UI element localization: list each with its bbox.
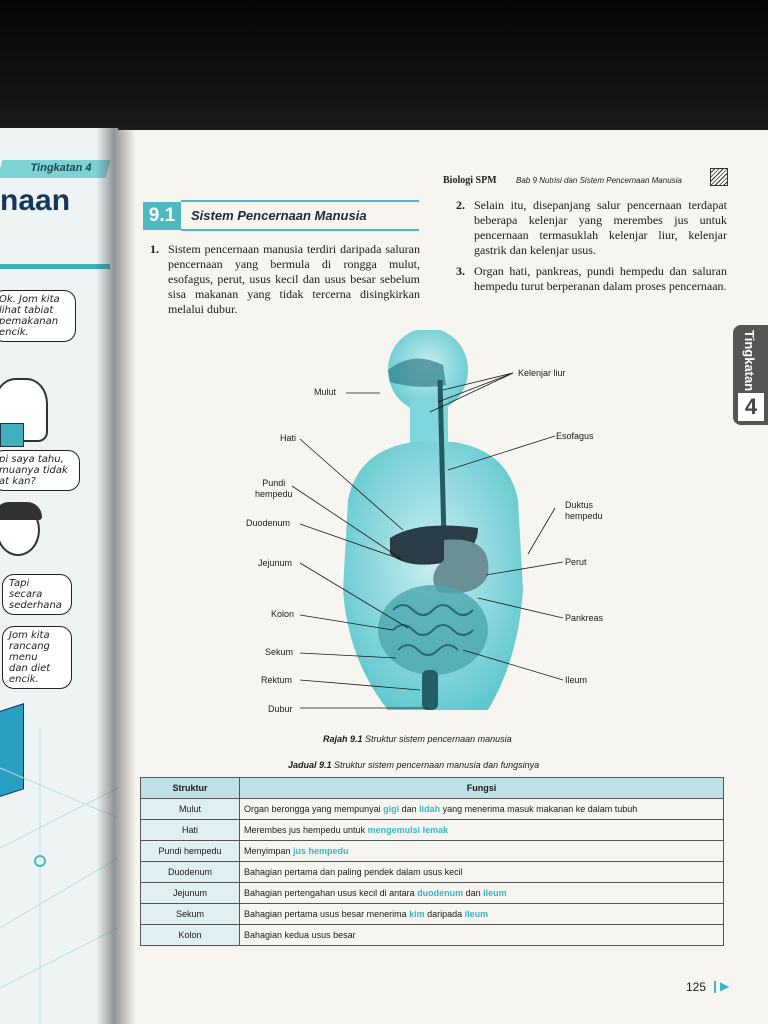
table-cell-struktur: Hati	[140, 819, 240, 841]
left-title-fragment: naan	[0, 184, 71, 217]
label-kolon: Kolon	[271, 609, 295, 619]
table-cell-struktur: Duodenum	[140, 861, 240, 883]
highlight-term: jus hempedu	[293, 846, 349, 856]
para-1-number: 1.	[150, 242, 159, 256]
figure-caption-bold: Rajah 9.1	[323, 734, 363, 744]
label-pankreas: Pankreas	[565, 613, 604, 623]
table-cell-struktur: Sekum	[140, 903, 240, 925]
table-row: Duodenum Bahagian pertama dan paling pend…	[140, 861, 724, 883]
table-caption: Jadual 9.1 Struktur sistem pencernaan ma…	[288, 760, 539, 770]
fungsi-text: daripada	[424, 909, 465, 919]
speech-bubble-4: Jom kita rancang menu dan diet encik.	[2, 626, 72, 689]
fungsi-text: dan	[399, 804, 420, 814]
fungsi-text: Merembes jus hempedu untuk	[244, 825, 368, 835]
page-arrow-icon: ❙▶	[710, 979, 730, 993]
fungsi-text: dan	[463, 888, 484, 898]
para-1: Sistem pencernaan manusia terdiri daripa…	[168, 242, 420, 316]
page-number: 125	[686, 980, 707, 994]
figure-caption: Rajah 9.1 Struktur sistem pencernaan man…	[323, 734, 512, 744]
diagram-leader-lines	[291, 372, 564, 709]
label-esofagus: Esofagus	[556, 431, 594, 441]
section-number: 9.1	[143, 202, 181, 230]
para-2: Selain itu, disepanjang salur pencernaan…	[474, 198, 727, 257]
left-tingkatan-tab: Tingkatan 4	[0, 160, 111, 178]
label-perut: Perut	[565, 557, 587, 567]
left-tab-label: Tingkatan 4	[30, 162, 92, 174]
label-hati: Hati	[280, 433, 297, 443]
qr-icon	[710, 168, 728, 186]
fungsi-text: yang menerima masuk makanan ke dalam tub…	[440, 804, 638, 814]
label-jejunum: Jejunum	[258, 558, 293, 568]
para-2-number: 2.	[456, 198, 465, 212]
cup-icon	[0, 423, 24, 447]
header-subject: Biologi SPM	[443, 175, 497, 186]
book-spine-shadow	[96, 128, 136, 1024]
highlight-term: gigi	[383, 804, 400, 814]
table-caption-bold: Jadual 9.1	[288, 760, 332, 770]
section-bottom-rule	[181, 229, 419, 231]
table-row: Jejunum Bahagian pertengahan usus kecil d…	[140, 882, 724, 904]
fungsi-text: Bahagian pertama dan paling pendek dalam…	[244, 867, 463, 877]
table-cell-struktur: Kolon	[140, 924, 240, 946]
side-tab-label: Tingkatan	[742, 330, 757, 392]
table-cell-fungsi: Merembes jus hempedu untuk mengemulsi le…	[239, 819, 724, 841]
section-top-rule	[181, 200, 419, 202]
fungsi-text: Bahagian pertama usus besar menerima	[244, 909, 410, 919]
speech-bubble-2: pi saya tahu, muanya tidak at kan?	[0, 450, 80, 491]
table-cell-struktur: Jejunum	[140, 882, 240, 904]
label-sekum: Sekum	[265, 647, 294, 657]
label-dubur: Dubur	[268, 704, 293, 714]
highlight-term: duodenum	[417, 888, 464, 898]
fungsi-text: Bahagian pertengahan usus kecil di antar…	[244, 888, 418, 898]
highlight-term: ileum	[483, 888, 507, 898]
header-chapter: Bab 9 Nutrisi dan Sistem Pencernaan Manu…	[516, 176, 682, 185]
fungsi-text: Menyimpan	[244, 846, 294, 856]
table-cell-fungsi: Bahagian pertengahan usus kecil di antar…	[239, 882, 724, 904]
label-rektum: Rektum	[261, 675, 293, 685]
cartoon-character-icon	[0, 378, 48, 442]
label-kelenjar-liur: Kelenjar liur	[518, 368, 566, 378]
left-divider	[0, 264, 110, 269]
fungsi-text: Organ berongga yang mempunyai	[244, 804, 384, 814]
label-duodenum: Duodenum	[246, 518, 291, 528]
right-page: Biologi SPM Bab 9 Nutrisi dan Sistem Pen…	[118, 130, 768, 1024]
label-mulut: Mulut	[314, 387, 337, 397]
section-title: Sistem Pencernaan Manusia	[191, 208, 367, 223]
side-tab-number: 4	[738, 393, 764, 421]
table-header-struktur: Struktur	[140, 777, 240, 799]
digestive-system-diagram	[343, 330, 523, 710]
hair-icon	[0, 502, 42, 520]
para-3: Organ hati, pankreas, pundi hempedu dan …	[474, 264, 727, 293]
table-cell-fungsi: Bahagian kedua usus besar	[239, 924, 724, 946]
table-cell-fungsi: Menyimpan jus hempedu	[239, 840, 724, 862]
table-cell-struktur: Mulut	[140, 798, 240, 820]
table-caption-text: Struktur sistem pencernaan manusia dan f…	[331, 760, 540, 770]
highlight-term: kim	[409, 909, 425, 919]
table-cell-fungsi: Bahagian pertama dan paling pendek dalam…	[239, 861, 724, 883]
speech-bubble-1: Ok. Jom kita lihat tabiat pemakanan enci…	[0, 290, 76, 342]
label-duktus-hempedu: Duktus hempedu	[565, 500, 603, 521]
figure-caption-text: Struktur sistem pencernaan manusia	[362, 734, 512, 744]
fungsi-text: Bahagian kedua usus besar	[244, 930, 356, 940]
label-ileum: Ileum	[565, 675, 588, 685]
table-row: Kolon Bahagian kedua usus besar	[140, 924, 724, 946]
highlight-term: lidah	[419, 804, 441, 814]
table-cell-struktur: Pundi hempedu	[140, 840, 240, 862]
highlight-term: ileum	[464, 909, 489, 919]
table-header-fungsi: Fungsi	[239, 777, 724, 799]
para-3-number: 3.	[456, 264, 465, 278]
table-cell-fungsi: Organ berongga yang mempunyai gigi dan l…	[239, 798, 724, 820]
table-cell-fungsi: Bahagian pertama usus besar menerima kim…	[239, 903, 724, 925]
highlight-term: mengemulsi lemak	[367, 825, 449, 835]
label-pundi-hempedu: Pundi hempedu	[255, 478, 293, 499]
dark-background	[0, 0, 768, 130]
speech-bubble-3: Tapi secara sederhana	[2, 574, 72, 615]
